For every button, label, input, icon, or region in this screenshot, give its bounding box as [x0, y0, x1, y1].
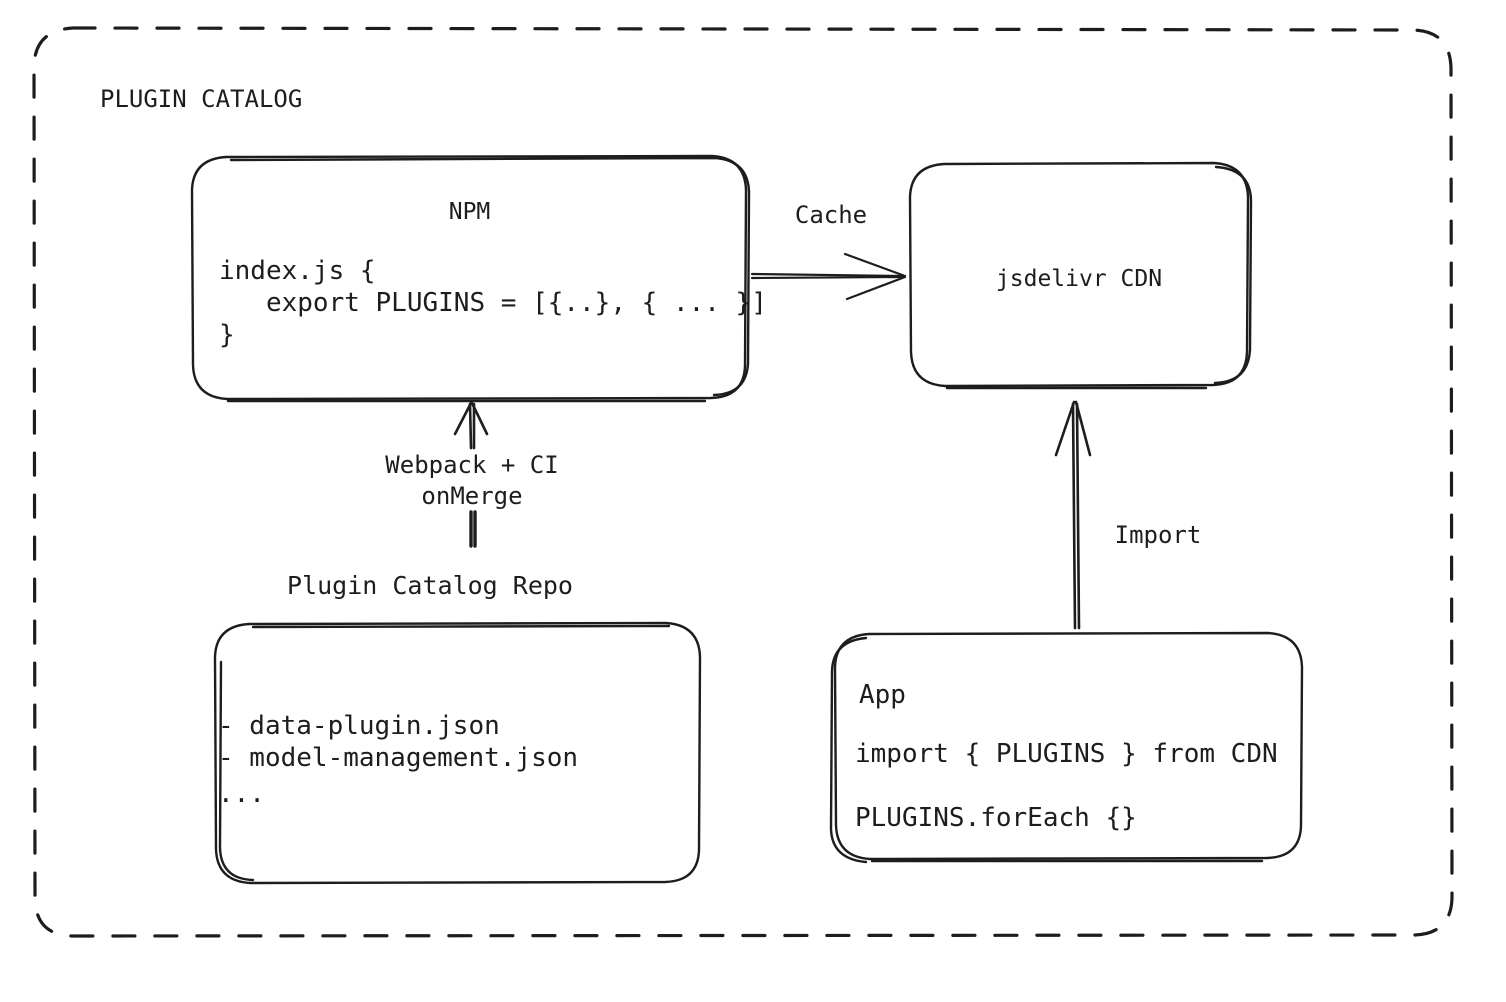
app-code-line-2: PLUGINS.forEach {} — [855, 803, 1137, 833]
repo-line-1: - data-plugin.json — [218, 711, 500, 741]
cache-edge-label: Cache — [794, 201, 868, 229]
cdn-node[interactable] — [910, 163, 1252, 389]
repo-line-2: - model-management.json — [218, 743, 579, 773]
build-edge-label-line1: Webpack + CI — [385, 451, 559, 479]
repo-line-3: ... — [218, 779, 265, 809]
cdn-box-title: jsdelivr CDN — [995, 266, 1163, 292]
build-edge-label-line2: onMerge — [421, 482, 523, 510]
build-arrow — [453, 401, 489, 450]
repo-node[interactable] — [215, 623, 701, 884]
import-arrow — [1054, 400, 1092, 630]
import-edge-label: Import — [1114, 521, 1202, 549]
group-frame-label: PLUGIN CATALOG — [100, 85, 303, 113]
npm-code-line-2: export PLUGINS = [{..}, { ... }] — [219, 288, 767, 318]
npm-code-line-3: } — [219, 320, 235, 350]
repo-section-label: Plugin Catalog Repo — [287, 571, 573, 600]
npm-code-line-1: index.js { — [219, 256, 376, 286]
app-box-title: App — [859, 680, 906, 710]
app-node[interactable] — [831, 633, 1303, 863]
app-code-line-1: import { PLUGINS } from CDN — [855, 739, 1278, 769]
build-arrow-stub — [469, 510, 477, 548]
npm-box-title: NPM — [448, 199, 491, 225]
npm-node[interactable] — [192, 156, 749, 401]
cache-arrow — [750, 252, 907, 301]
